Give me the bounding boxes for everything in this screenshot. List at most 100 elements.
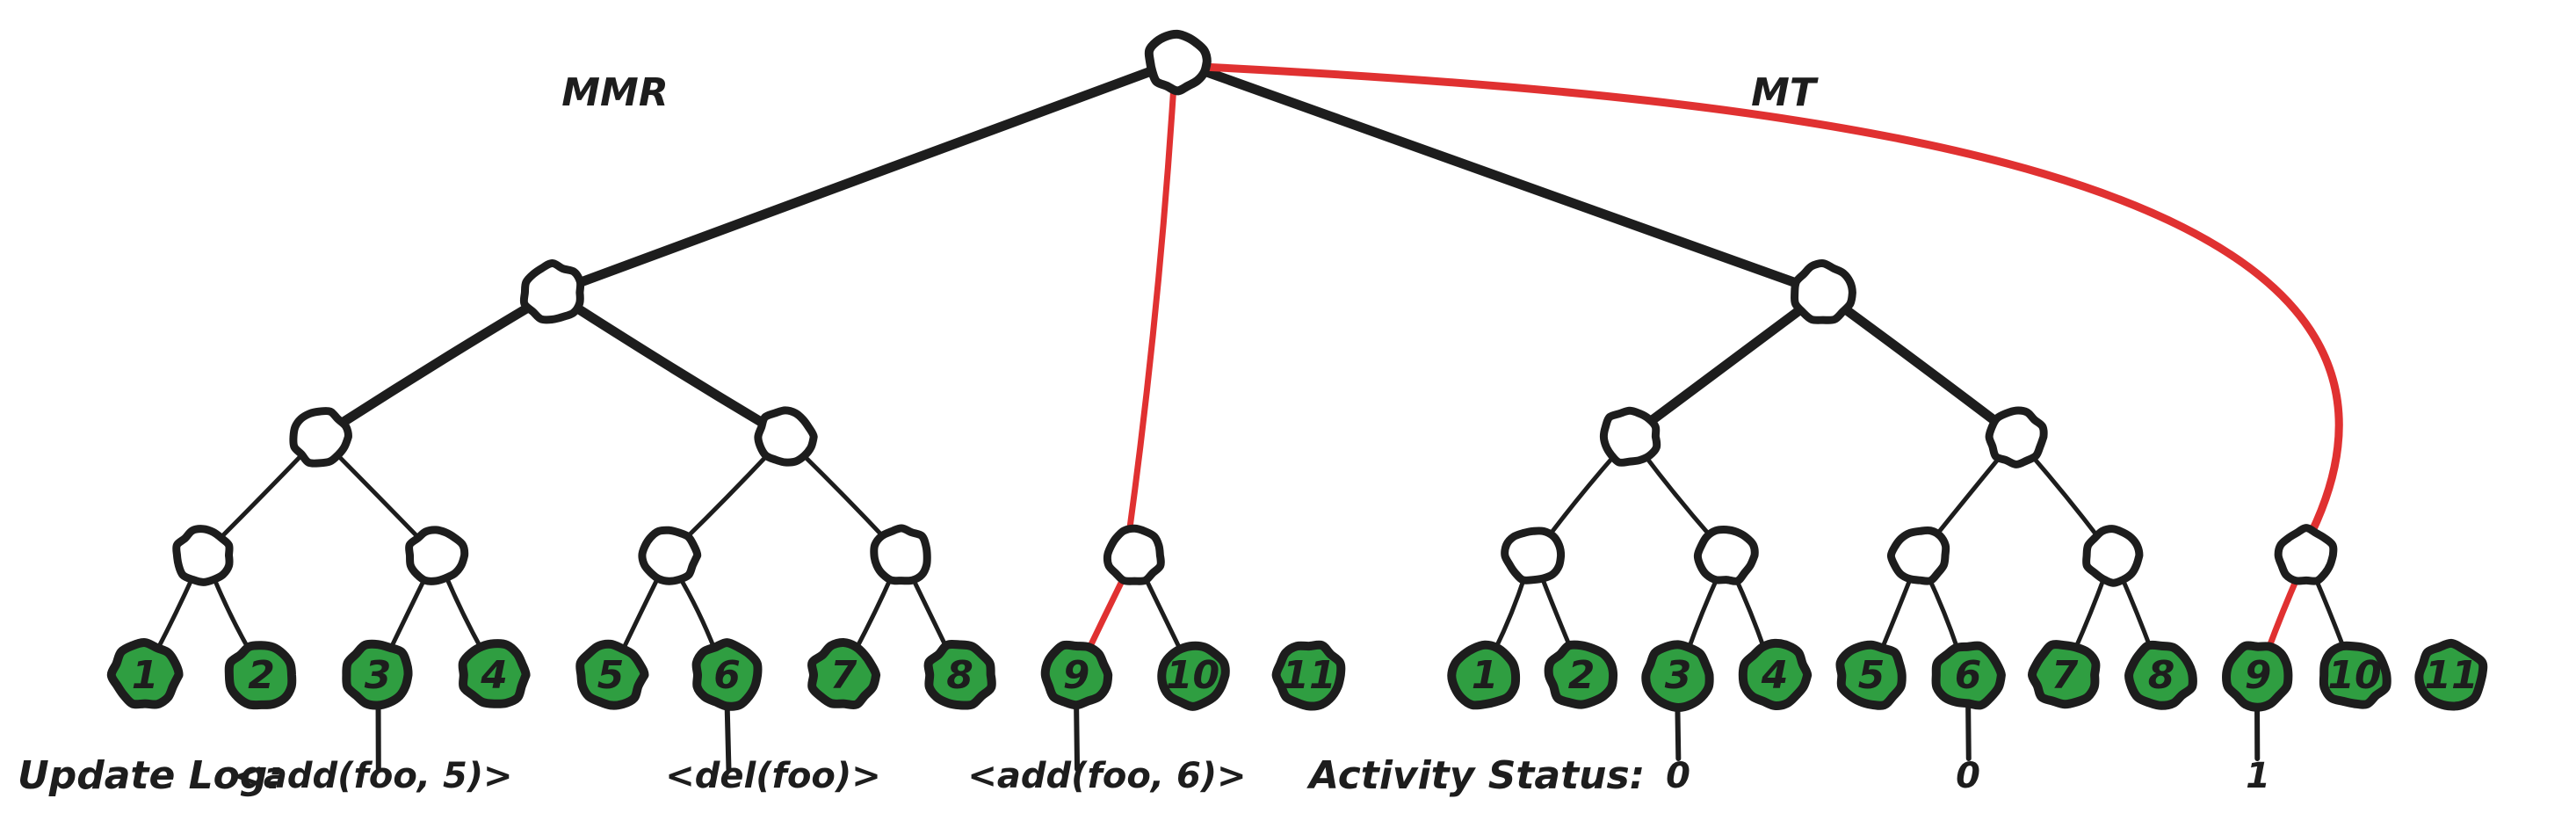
leaf-node[interactable] bbox=[2028, 640, 2101, 709]
activity-status-label: Activity Status: bbox=[1306, 753, 1645, 798]
leaf-node-label: 1 bbox=[1472, 653, 1499, 698]
edge-root-to-mt-highlight bbox=[1198, 62, 2343, 537]
leaf-node[interactable] bbox=[2319, 641, 2391, 709]
leaf-node[interactable] bbox=[1040, 640, 1113, 710]
subtree-root-node bbox=[1791, 259, 1856, 324]
edge-root-to-mmr bbox=[568, 65, 1160, 290]
internal-node bbox=[1103, 524, 1165, 585]
leaf-node-label: 9 bbox=[1063, 653, 1090, 698]
internal-node bbox=[1693, 526, 1759, 585]
edge-internal-to-leaf bbox=[620, 572, 662, 653]
edge-internal-to-leaf bbox=[1925, 572, 1960, 652]
leaf-node[interactable] bbox=[691, 638, 763, 711]
edge-internal-to-leaf bbox=[1141, 572, 1183, 653]
leaf-node[interactable] bbox=[342, 639, 413, 710]
leaf-node[interactable] bbox=[2414, 638, 2488, 711]
edge-internal-to-leaf bbox=[387, 572, 430, 653]
panel-title-mt: MT bbox=[1751, 70, 1819, 115]
internal-node bbox=[2082, 525, 2144, 587]
edge-internal-to-leaf bbox=[1493, 572, 1528, 652]
edge-highlight-leaf bbox=[1085, 571, 1129, 654]
edge-internal-to-leaf bbox=[210, 572, 252, 653]
edge-internal-to-leaf bbox=[676, 572, 718, 653]
leaf-node-label: 1 bbox=[132, 653, 159, 698]
leaf-node[interactable] bbox=[106, 638, 184, 709]
leaf-node-label: 2 bbox=[248, 653, 275, 698]
internal-node bbox=[172, 525, 234, 586]
leaf-node[interactable] bbox=[1641, 640, 1714, 712]
leaf-node-label: 8 bbox=[2148, 653, 2175, 698]
root-node bbox=[1144, 29, 1212, 96]
edge-level1-to-level2 bbox=[567, 300, 771, 430]
leaf-node[interactable] bbox=[1835, 640, 1907, 710]
subtree-root-node bbox=[519, 259, 585, 324]
internal-node bbox=[754, 406, 818, 467]
edge-internal-to-leaf bbox=[155, 572, 197, 653]
leaf-node[interactable] bbox=[1271, 640, 1346, 711]
leaf-node-label: 4 bbox=[480, 653, 508, 698]
edge-root-to-mmr-highlight bbox=[1125, 81, 1177, 536]
update-log-entry: <del(foo)> bbox=[665, 756, 880, 796]
activity-status-tick bbox=[1965, 705, 1972, 761]
activity-status-entry: 0 bbox=[1956, 756, 1980, 796]
internal-node bbox=[1501, 526, 1566, 584]
edge-internal-to-leaf bbox=[2073, 572, 2108, 652]
activity-status-tick bbox=[1675, 705, 1682, 761]
leaf-node-label: 6 bbox=[1955, 653, 1982, 698]
leaf-node[interactable] bbox=[1738, 638, 1813, 710]
leaf-node[interactable] bbox=[1447, 640, 1521, 710]
edge-internal-to-leaf bbox=[1732, 572, 1767, 652]
leaf-node[interactable] bbox=[1157, 641, 1230, 711]
edge-internal-to-leaf bbox=[853, 572, 895, 653]
internal-node bbox=[1886, 526, 1950, 585]
leaf-node-label: 11 bbox=[1282, 653, 1335, 698]
edge-level2-to-level3 bbox=[332, 449, 423, 543]
leaf-node-label: 3 bbox=[1665, 653, 1692, 698]
leaf-node-label: 3 bbox=[365, 653, 392, 698]
leaf-node-label: 7 bbox=[830, 653, 857, 698]
leaf-node-label: 9 bbox=[2245, 653, 2272, 698]
leaf-node-label: 11 bbox=[2424, 653, 2478, 698]
activity-status-entry: 1 bbox=[2246, 756, 2270, 796]
edge-level2-to-level3 bbox=[1544, 451, 1619, 541]
leaf-node-label: 2 bbox=[1568, 653, 1596, 698]
edge-level2-to-level3 bbox=[215, 449, 308, 543]
edge-level1-to-level2 bbox=[334, 300, 539, 430]
leaf-node-label: 6 bbox=[713, 653, 741, 698]
leaf-node[interactable] bbox=[1544, 640, 1618, 709]
leaf-node-label: 10 bbox=[2327, 653, 2381, 698]
internal-node bbox=[638, 526, 702, 585]
leaf-node-label: 8 bbox=[946, 653, 973, 698]
activity-status-entry: 0 bbox=[1666, 756, 1690, 796]
edge-internal-to-leaf bbox=[2118, 572, 2153, 652]
update-log-tick bbox=[1074, 705, 1081, 772]
edge-highlight-leaf bbox=[2265, 571, 2302, 653]
edge-internal-to-leaf bbox=[908, 572, 951, 653]
leaf-node[interactable] bbox=[458, 639, 531, 708]
internal-node bbox=[405, 526, 469, 585]
edge-level1-to-level2 bbox=[1643, 301, 1810, 428]
edge-level1-to-level2 bbox=[1836, 301, 2003, 428]
edge-level2-to-level3 bbox=[1640, 451, 1716, 541]
update-log-tick bbox=[724, 705, 732, 772]
leaf-node[interactable] bbox=[2222, 641, 2293, 712]
edge-internal-to-leaf bbox=[1686, 572, 1721, 652]
leaf-node[interactable] bbox=[1931, 641, 2006, 710]
leaf-node-label: 4 bbox=[1761, 653, 1789, 698]
internal-node bbox=[1985, 406, 2048, 468]
edge-internal-to-leaf bbox=[2312, 572, 2347, 652]
leaf-node[interactable] bbox=[923, 639, 996, 710]
edge-level2-to-level3 bbox=[798, 449, 889, 543]
leaf-node[interactable] bbox=[2124, 640, 2197, 710]
edge-internal-to-leaf bbox=[1879, 572, 1914, 652]
internal-node bbox=[1599, 406, 1661, 467]
leaf-node-label: 5 bbox=[597, 653, 625, 698]
leaf-node[interactable] bbox=[575, 639, 649, 710]
update-log-entry: <add(foo, 5)> bbox=[234, 756, 512, 796]
leaf-node[interactable] bbox=[807, 637, 881, 710]
edge-root-to-mt bbox=[1195, 64, 1806, 290]
leaf-node[interactable] bbox=[224, 641, 297, 710]
